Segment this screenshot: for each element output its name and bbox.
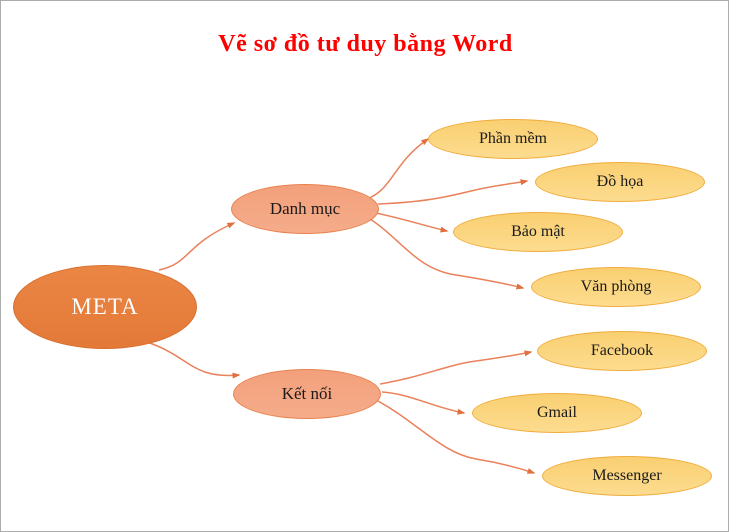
connector-meta-ketnoi	[146, 341, 241, 379]
connector-danhmuc-baomat	[375, 212, 449, 233]
node-van-phong: Văn phòng	[531, 267, 701, 307]
node-do-hoa: Đồ họa	[535, 162, 705, 202]
diagram-title: Vẽ sơ đồ tư duy bằng Word	[218, 31, 513, 57]
node-danh-muc: Danh mục	[231, 184, 379, 234]
node-phan-mem: Phần mềm	[428, 119, 598, 159]
node-phan-mem-label: Phần mềm	[479, 130, 547, 147]
node-facebook: Facebook	[537, 331, 707, 371]
node-meta-label: META	[71, 294, 139, 319]
node-ket-noi-label: Kết nối	[281, 384, 333, 403]
node-do-hoa-label: Đồ họa	[596, 173, 644, 190]
node-messenger-label: Messenger	[592, 467, 662, 484]
node-gmail: Gmail	[472, 393, 642, 433]
connector-danhmuc-vanphong	[369, 218, 525, 290]
node-bao-mat-label: Bảo mật	[511, 223, 565, 240]
connector-ketnoi-messenger	[375, 399, 536, 474]
node-danh-muc-label: Danh mục	[269, 199, 341, 218]
connector-meta-danhmuc	[158, 222, 236, 271]
node-facebook-label: Facebook	[590, 342, 654, 359]
node-bao-mat: Bảo mật	[453, 212, 623, 252]
node-ket-noi: Kết nối	[233, 369, 381, 419]
connector-danhmuc-phanmem	[366, 138, 430, 200]
node-van-phong-label: Văn phòng	[580, 278, 652, 295]
connector-ketnoi-gmail	[381, 391, 466, 415]
connector-ketnoi-facebook	[379, 350, 533, 385]
node-meta: META	[13, 265, 197, 349]
node-messenger: Messenger	[542, 456, 712, 496]
connector-danhmuc-dohoa	[377, 179, 529, 205]
node-gmail-label: Gmail	[537, 404, 577, 421]
